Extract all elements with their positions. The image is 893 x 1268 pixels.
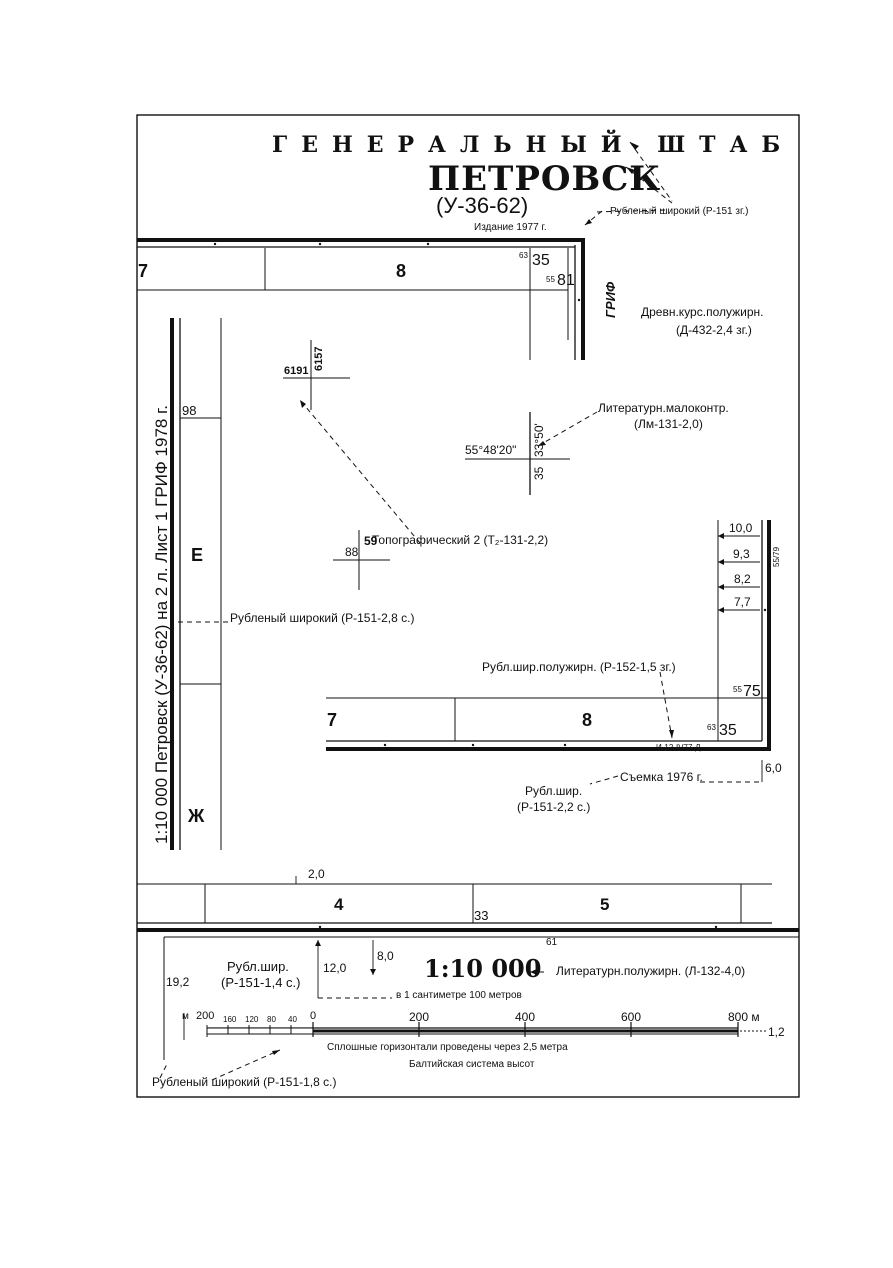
note-chopped-wide-28: Рубленый широкий (Р-151-2,8 с.) [230,611,415,625]
scale-ratio-font-note: Литературн.полужирн. (Л-132-4,0) [556,964,746,978]
left-frame [170,318,222,850]
general-staff-heading: ГЕНЕРАЛЬНЫЙ ШТАБ [272,132,795,158]
leader-arrowheads [272,142,674,1055]
scale-ratio: 1:10 000 [424,954,542,983]
dim-10-0: 10,0 [729,521,753,535]
coordinate-cross-2 [465,412,570,495]
cross2-lon-lower: 35 [532,466,546,480]
left-letter-zh: Ж [188,806,205,826]
header-font-note: Рубленый широкий (Р-151 зг.) [610,206,749,217]
leader-lines [159,141,760,1081]
baltic-note: Балтийская система высот [409,1059,535,1070]
bottom-strip-frame [137,876,799,1060]
top-frame [137,238,585,360]
nomenclature: (У-36-62) [436,193,529,218]
cross2-lat: 55°48'20" [465,443,517,457]
stamp-font-note-2: (Д-432-2,4 зг.) [676,323,752,337]
side-title: 1:10 000 Петровск (У-36-62) на 2 л. Лист… [152,405,171,844]
scale-tick-0: 0 [310,1010,317,1022]
secret-stamp: ГРИФ [603,281,618,318]
bottom-grid-side-sup: 55 [733,685,742,694]
scale-tick-800: 800 м [728,1010,760,1024]
dim-side-code: 55/79 [772,546,781,567]
scale-tick-200: 200 [409,1010,430,1024]
cross3-b: 59 [364,534,378,548]
strip-num-33: 33 [474,908,489,923]
scale-unit-left: м [182,1011,189,1022]
scale-tick-120: 120 [245,1015,259,1024]
bottom-grid-corner-sup: 63 [707,723,716,732]
scale-tick-600: 600 [621,1010,642,1024]
dim-2-0: 2,0 [308,867,325,881]
cross2-lon: 33°50' [532,423,546,457]
bottom-grid-side-num: 75 [743,683,761,700]
dim-7-7: 7,7 [734,595,751,609]
scale-tick-40: 40 [288,1015,297,1024]
scale-cm-note: в 1 сантиметре 100 метров [396,990,522,1001]
bottom-corner-frame [326,520,771,782]
top-grid-side-sup: 55 [546,275,555,284]
coordinate-cross-1 [283,340,350,410]
bottom-grid-mid-num: 8 [582,710,593,730]
strip-num-4: 4 [334,895,344,914]
sheet-border [136,114,800,1098]
left-num-98: 98 [182,403,197,418]
top-grid-mid-num: 8 [396,261,407,281]
note-chopped-short-1: Рубл.шир. [525,784,583,798]
scale-left-font-2: (Р-151-1,4 с.) [221,975,301,990]
note-chopped-short-2: (Р-151-2,2 с.) [517,800,591,814]
edition-year: Издание 1977 г. [474,222,547,233]
dim-6-0: 6,0 [765,761,782,775]
left-letter-e: Е [191,545,204,565]
scale-tick-200-small: 200 [196,1010,215,1022]
note-chopped-semibold: Рубл.шир.полужирн. (Р-152-1,5 зг.) [482,660,676,674]
scale-tick-400: 400 [515,1010,536,1024]
cross1-y: 6157 [313,346,325,371]
scale-tick-160: 160 [223,1015,237,1024]
dim-19-2: 19,2 [166,975,190,989]
note-topographic: Топографический 2 (Т₂-131-2,2) [372,533,549,547]
bottom-font-note: Рубленый широкий (Р-151-1,8 с.) [152,1075,337,1089]
dim-8-0: 8,0 [377,949,394,963]
strip-num-61: 61 [546,937,558,948]
note-literary-1: Литературн.малоконтр. [598,401,729,415]
top-grid-left-num: 7 [138,261,149,281]
contours-note: Сплошные горизонтали проведены через 2,5… [327,1042,568,1053]
coordinate-cross-3 [333,530,390,590]
scale-bar [206,1022,766,1037]
bottom-grid-corner-num: 35 [719,722,737,739]
stamp-font-note-1: Древн.курс.полужирн. [641,305,764,319]
note-literary-2: (Лм-131-2,0) [634,417,703,431]
top-grid-corner-num: 35 [532,252,550,269]
dim-9-3: 9,3 [733,547,750,561]
cross3-a: 88 [345,545,359,559]
scale-left-font-1: Рубл.шир. [227,959,289,974]
cross1-x: 6191 [284,365,309,377]
scale-tick-80: 80 [267,1015,276,1024]
top-grid-corner-sup: 63 [519,251,528,260]
top-grid-side-num: 81 [557,272,575,289]
note-survey: Съемка 1976 г. [620,770,703,784]
dim-12-0: 12,0 [323,961,347,975]
dim-1-2: 1,2 [768,1025,785,1039]
strip-num-5: 5 [600,895,610,914]
print-code: И-12-IV77-Д [656,743,701,752]
sheet-name: ПЕТРОВСК [428,159,662,199]
dim-8-2: 8,2 [734,572,751,586]
bottom-grid-left-num: 7 [327,710,338,730]
scale-dimensions [183,940,376,1040]
